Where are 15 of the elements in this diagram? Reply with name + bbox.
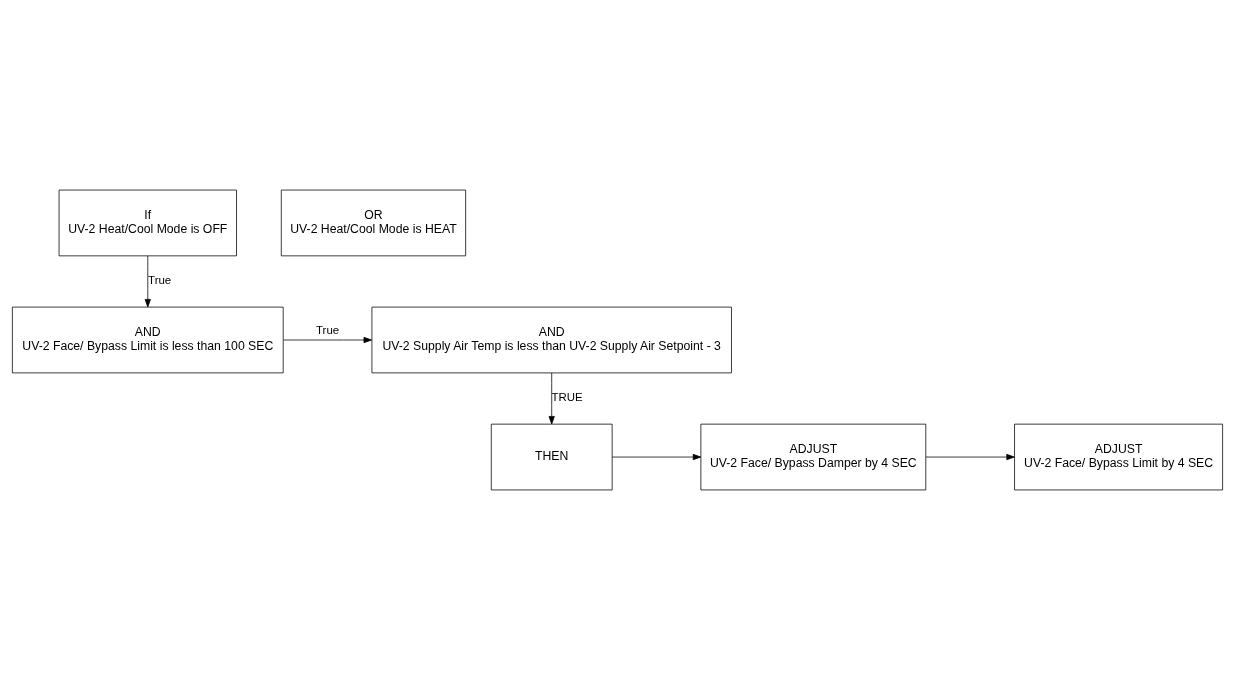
node-box: THEN bbox=[490, 423, 613, 490]
arrow bbox=[548, 372, 555, 424]
arrow bbox=[925, 453, 1015, 460]
node-box: AND UV-2 Supply Air Temp is less than UV-2 Supply Air Setpoint - 3 bbox=[371, 306, 732, 373]
node-box: AND UV-2 Face/ Bypass Limit is less than 100 SEC bbox=[12, 306, 284, 373]
edge-label: TRUE bbox=[551, 390, 583, 403]
node-box: ADJUST UV-2 Face/ Bypass Limit by 4 SEC bbox=[1014, 423, 1223, 490]
edge-label: True bbox=[315, 323, 340, 336]
arrow bbox=[611, 453, 702, 460]
arrow bbox=[144, 255, 151, 307]
arrow bbox=[283, 336, 372, 343]
edge-label: True bbox=[148, 273, 172, 286]
node-box: OR UV-2 Heat/Cool Mode is HEAT bbox=[280, 189, 467, 256]
node-box: ADJUST UV-2 Face/ Bypass Damper by 4 SEC bbox=[700, 423, 927, 490]
node-box: If UV-2 Heat/Cool Mode is OFF bbox=[58, 189, 237, 256]
